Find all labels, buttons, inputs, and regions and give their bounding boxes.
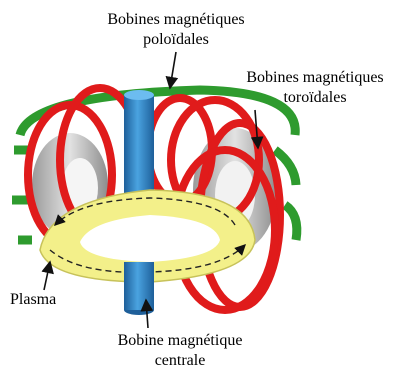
label-central-line1: Bobine magnétique	[80, 331, 280, 351]
label-toroidal-line2: toroïdales	[228, 88, 402, 108]
label-plasma: Plasma	[10, 290, 56, 310]
poloidal-coil-right-low	[285, 205, 297, 240]
label-poloidal-line2: poloïdales	[76, 30, 276, 50]
label-toroidal-coils: Bobines magnétiques toroïdales	[228, 68, 402, 108]
arrow-poloidal	[170, 52, 176, 88]
label-central-coil: Bobine magnétique centrale	[80, 331, 280, 371]
label-central-line2: centrale	[80, 351, 280, 371]
label-poloidal-coils: Bobines magnétiques poloïdales	[76, 10, 276, 50]
arrow-plasma	[44, 262, 50, 290]
label-poloidal-line1: Bobines magnétiques	[76, 10, 276, 30]
label-toroidal-line1: Bobines magnétiques	[228, 68, 402, 88]
